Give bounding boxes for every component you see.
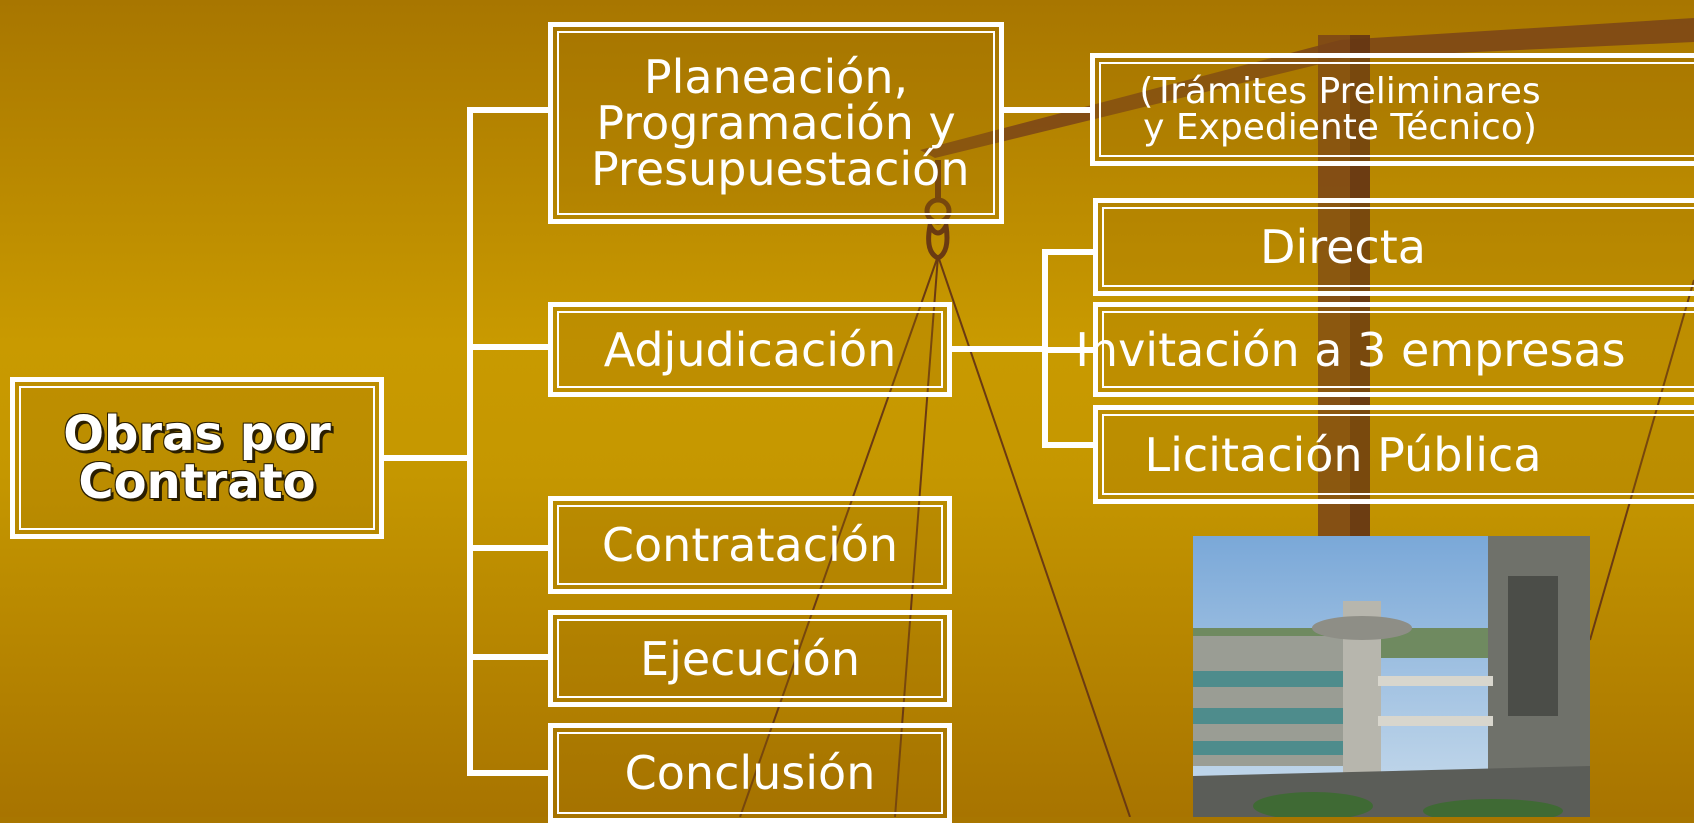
- crane-hook: [926, 218, 950, 261]
- planeacion-note: (Trámites Preliminares y Expediente Técn…: [1090, 53, 1694, 166]
- adjudicacion-type-directa-label: Directa: [1260, 220, 1426, 274]
- building-photo: [1193, 536, 1590, 817]
- floor-band: [1193, 708, 1373, 724]
- tower-top: [1312, 616, 1412, 640]
- floor-band: [1193, 741, 1373, 755]
- shrub: [1423, 799, 1563, 817]
- connectors: [382, 107, 1095, 776]
- stage-adjudicacion-label: Adjudicación: [603, 322, 897, 377]
- stage-contratacion-label: Contratación: [601, 518, 899, 572]
- crane-jib: [920, 18, 1694, 158]
- stage-planeacion-label: Planeación, Programación y Presupuestaci…: [591, 50, 970, 196]
- adjudicacion-type-invitacion: Invitación a 3 empresas: [1075, 302, 1694, 397]
- adjudicacion-type-invitacion-label: Invitación a 3 empresas: [1075, 322, 1626, 377]
- stage-conclusion: Conclusión: [548, 723, 952, 823]
- root-node: Obras por Contrato: [10, 377, 384, 539]
- floor-band: [1193, 671, 1373, 687]
- building-illustration: [1193, 536, 1590, 817]
- shrub: [1253, 792, 1373, 817]
- stage-adjudicacion: Adjudicación: [548, 302, 952, 397]
- walkway: [1378, 676, 1493, 686]
- stage-conclusion-label: Conclusión: [624, 746, 876, 800]
- stage-ejecucion-label: Ejecución: [640, 631, 860, 686]
- adjudicacion-type-licitacion-label: Licitación Pública: [1144, 427, 1542, 482]
- rigging-line: [1589, 279, 1694, 641]
- stage-planeacion: Planeación, Programación y Presupuestaci…: [548, 22, 1004, 224]
- planeacion-note-label: (Trámites Preliminares y Expediente Técn…: [1139, 70, 1541, 148]
- stage-contratacion: Contratación: [548, 496, 952, 594]
- adjudicacion-type-directa: Directa: [1093, 198, 1694, 296]
- adjudicacion-type-licitacion: Licitación Pública: [1093, 405, 1694, 504]
- right-block-opening: [1508, 576, 1558, 716]
- walkway: [1378, 716, 1493, 726]
- stage-ejecucion: Ejecución: [548, 610, 952, 707]
- root-label: Obras por Contrato: [63, 406, 331, 510]
